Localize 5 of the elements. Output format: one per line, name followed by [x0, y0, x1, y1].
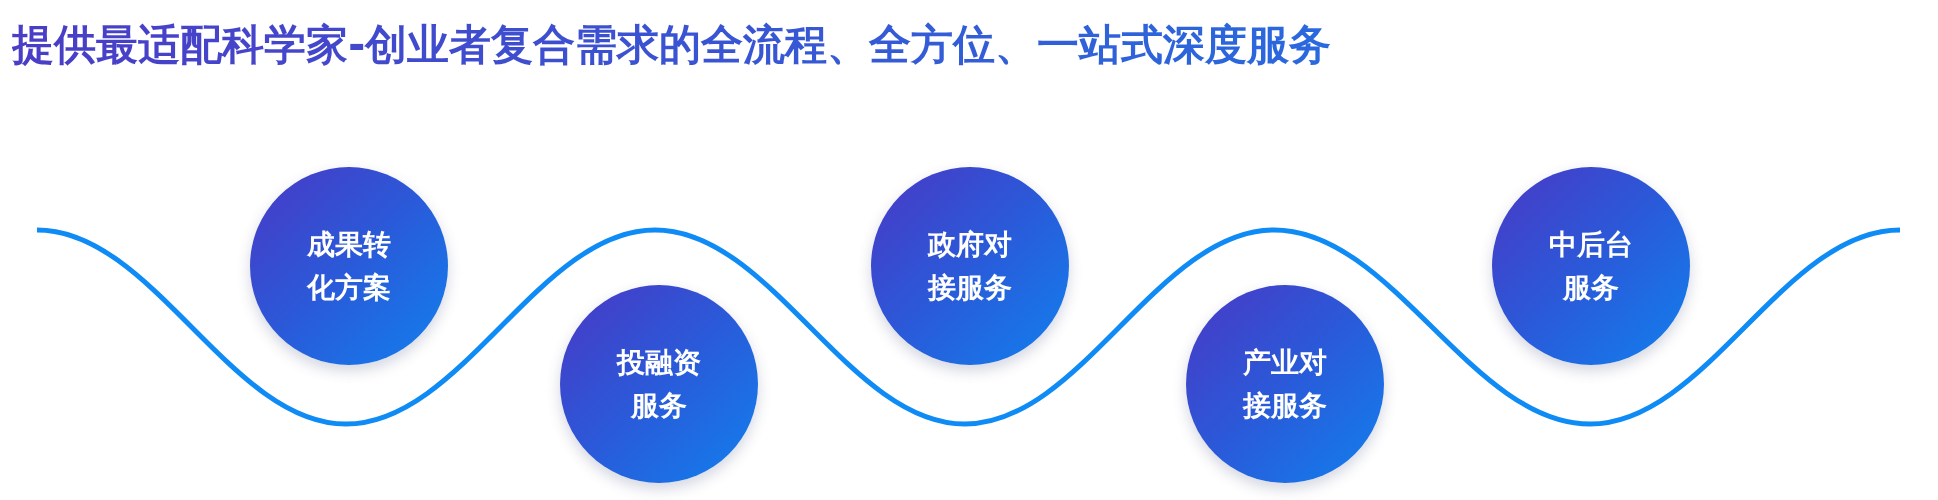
service-label: 产业对接服务: [1241, 344, 1328, 424]
service-label: 中后台服务: [1548, 226, 1634, 306]
service-label: 投融资服务: [615, 344, 702, 424]
service-label: 成果转化方案: [305, 226, 392, 306]
service-label: 政府对接服务: [926, 226, 1013, 306]
